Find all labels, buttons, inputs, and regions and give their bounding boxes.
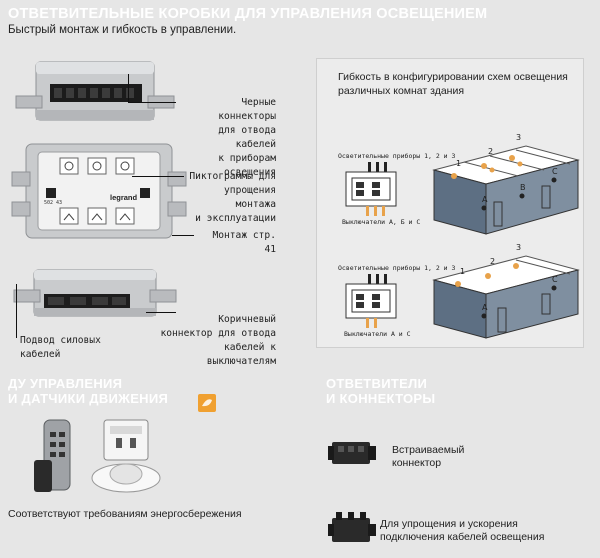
switches-label-top: Выключатели А, Б и С [342,218,421,226]
leader-line [146,312,176,313]
callout-mounting-page[interactable]: Монтаж стр. 41 [212,230,276,255]
svg-text:1: 1 [456,159,461,168]
page-subtitle: Быстрый монтаж и гибкость в управлении. [8,24,237,36]
junction-box-brown-connector [13,269,177,317]
rooms-diagram-top: 1 2 3 A B C [432,133,580,235]
connectors-section-title: ОТВЕТВИТЕЛИ И КОННЕКТОРЫ [326,376,436,406]
switches-label-bottom: Выключатели А и С [344,330,411,338]
svg-text:2: 2 [490,257,495,266]
svg-text:C: C [552,275,558,284]
remote-caption: Соответствуют требованиям энергосбережен… [8,508,242,520]
leader-line [132,176,184,177]
svg-text:legrand: legrand [110,193,138,202]
leader-line [128,102,176,103]
fixtures-label-bottom: Осветительные приборы 1, 2 и 3 [338,264,456,272]
rooms-diagram-bottom: 1 2 3 A C [432,243,580,339]
fixtures-label-top: Осветительные приборы 1, 2 и 3 [338,152,456,160]
wiring-box-top [345,162,397,216]
page-title: ОТВЕТВИТЕЛЬНЫЕ КОРОБКИ ДЛЯ УПРАВЛЕНИЯ ОС… [8,6,488,22]
svg-text:502 43: 502 43 [44,200,62,206]
svg-text:3: 3 [516,243,521,252]
svg-text:2: 2 [488,147,493,156]
leader-line [128,74,129,102]
callout-pictograms: Пиктограммы для упрощения монтажа и эксп… [189,171,276,224]
svg-text:A: A [482,195,488,204]
junction-box-pictograms: 502 43 legrand [11,143,187,239]
svg-text:B: B [520,183,526,192]
motion-sensor-image [91,419,161,493]
connector-assembly-label: Для упрощения и ускорения подключения ка… [380,518,545,543]
junction-box-black-connectors [15,61,175,121]
wiring-box-bottom [345,274,397,328]
leader-line [16,284,17,338]
svg-text:1: 1 [460,267,465,276]
leader-line [172,235,194,236]
svg-text:3: 3 [516,133,521,142]
svg-text:C: C [552,167,558,176]
built-in-connector-image [328,442,376,464]
remote-section-title: ДУ УПРАВЛЕНИЯ И ДАТЧИКИ ДВИЖЕНИЯ [8,376,169,406]
callout-brown-connector: Коричневый коннектор для отвода кабелей … [160,314,276,367]
callout-power-cables: Подвод силовых кабелей [20,335,101,360]
built-in-connector-label: Встраиваемый коннектор [392,444,465,469]
eco-badge-icon [198,394,216,412]
remote-control-image [34,419,71,492]
svg-text:A: A [482,303,488,312]
connector-assembly-image [328,512,376,542]
callout-black-connectors: Черные коннекторы для отвода кабелей к п… [218,97,276,178]
diagram-title: Гибкость в конфигурировании схем освещен… [338,71,568,97]
